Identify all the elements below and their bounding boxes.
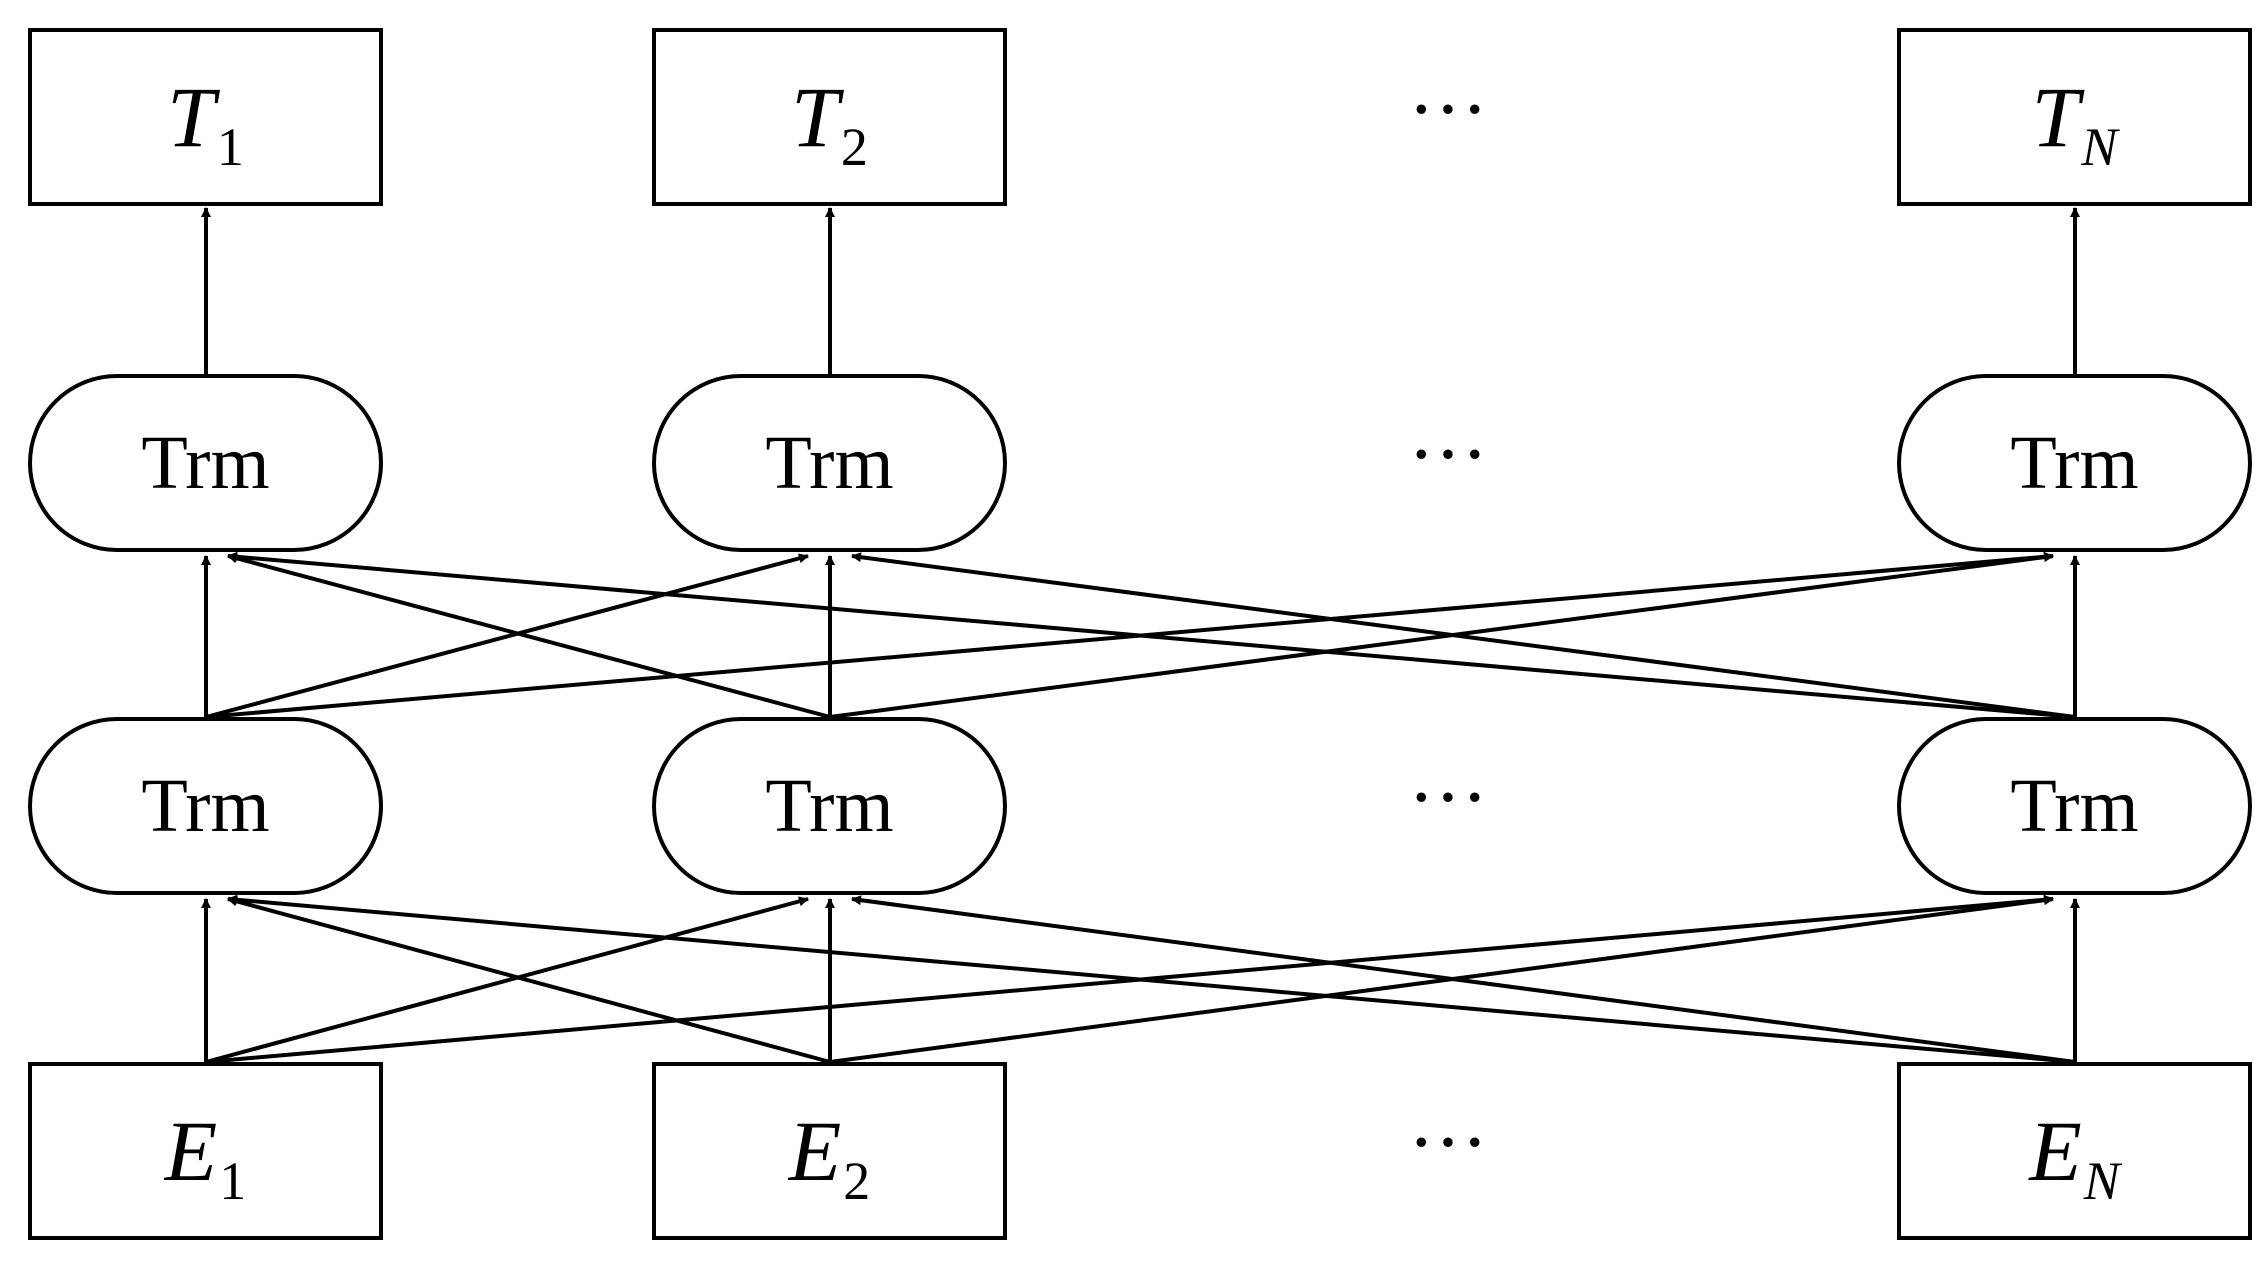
input-symbol: E — [164, 1103, 218, 1199]
arrow-input-to-lower — [227, 896, 831, 1064]
lower-ellipsis: ··· — [1408, 754, 1488, 842]
trm-label: Trm — [2010, 421, 2139, 505]
arrow-lower-to-upper — [829, 552, 2054, 719]
input-symbol: E — [788, 1103, 842, 1199]
trm-label: Trm — [141, 764, 270, 848]
trm-node-lower-2: Trm — [652, 717, 1007, 895]
trm-label: Trm — [141, 421, 270, 505]
input-subscript: 1 — [219, 1151, 247, 1211]
trm-node-upper-1: Trm — [28, 374, 383, 552]
arrow-input-to-lower — [227, 894, 2076, 1064]
input-symbol: E — [2029, 1103, 2082, 1199]
output-ellipsis: ··· — [1408, 66, 1488, 154]
output-symbol: T — [791, 69, 839, 165]
input-ellipsis: ··· — [1408, 1099, 1488, 1187]
upper-ellipsis: ··· — [1408, 411, 1488, 499]
input-subscript: 2 — [843, 1151, 871, 1211]
output-subscript: N — [2081, 117, 2118, 177]
arrow-lower-to-upper — [851, 552, 2076, 719]
arrow-lower-to-upper — [227, 551, 2076, 719]
trm-label: Trm — [765, 421, 894, 505]
trm-label: Trm — [765, 764, 894, 848]
output-symbol: T — [2031, 69, 2080, 165]
input-subscript: N — [2083, 1151, 2120, 1211]
arrow-input-to-lower — [851, 895, 2076, 1064]
trm-node-lower-n: Trm — [1897, 717, 2252, 895]
trm-node-upper-2: Trm — [652, 374, 1007, 552]
output-subscript: 1 — [216, 117, 244, 177]
output-symbol: T — [167, 69, 215, 165]
arrow-lower-to-upper — [205, 553, 809, 719]
arrow-input-to-lower — [829, 895, 2054, 1064]
trm-node-lower-1: Trm — [28, 717, 383, 895]
arrow-lower-to-upper — [227, 553, 831, 719]
trm-label: Trm — [2010, 764, 2139, 848]
output-subscript: 2 — [840, 117, 868, 177]
trm-node-upper-n: Trm — [1897, 374, 2252, 552]
arrow-input-to-lower — [205, 896, 809, 1064]
